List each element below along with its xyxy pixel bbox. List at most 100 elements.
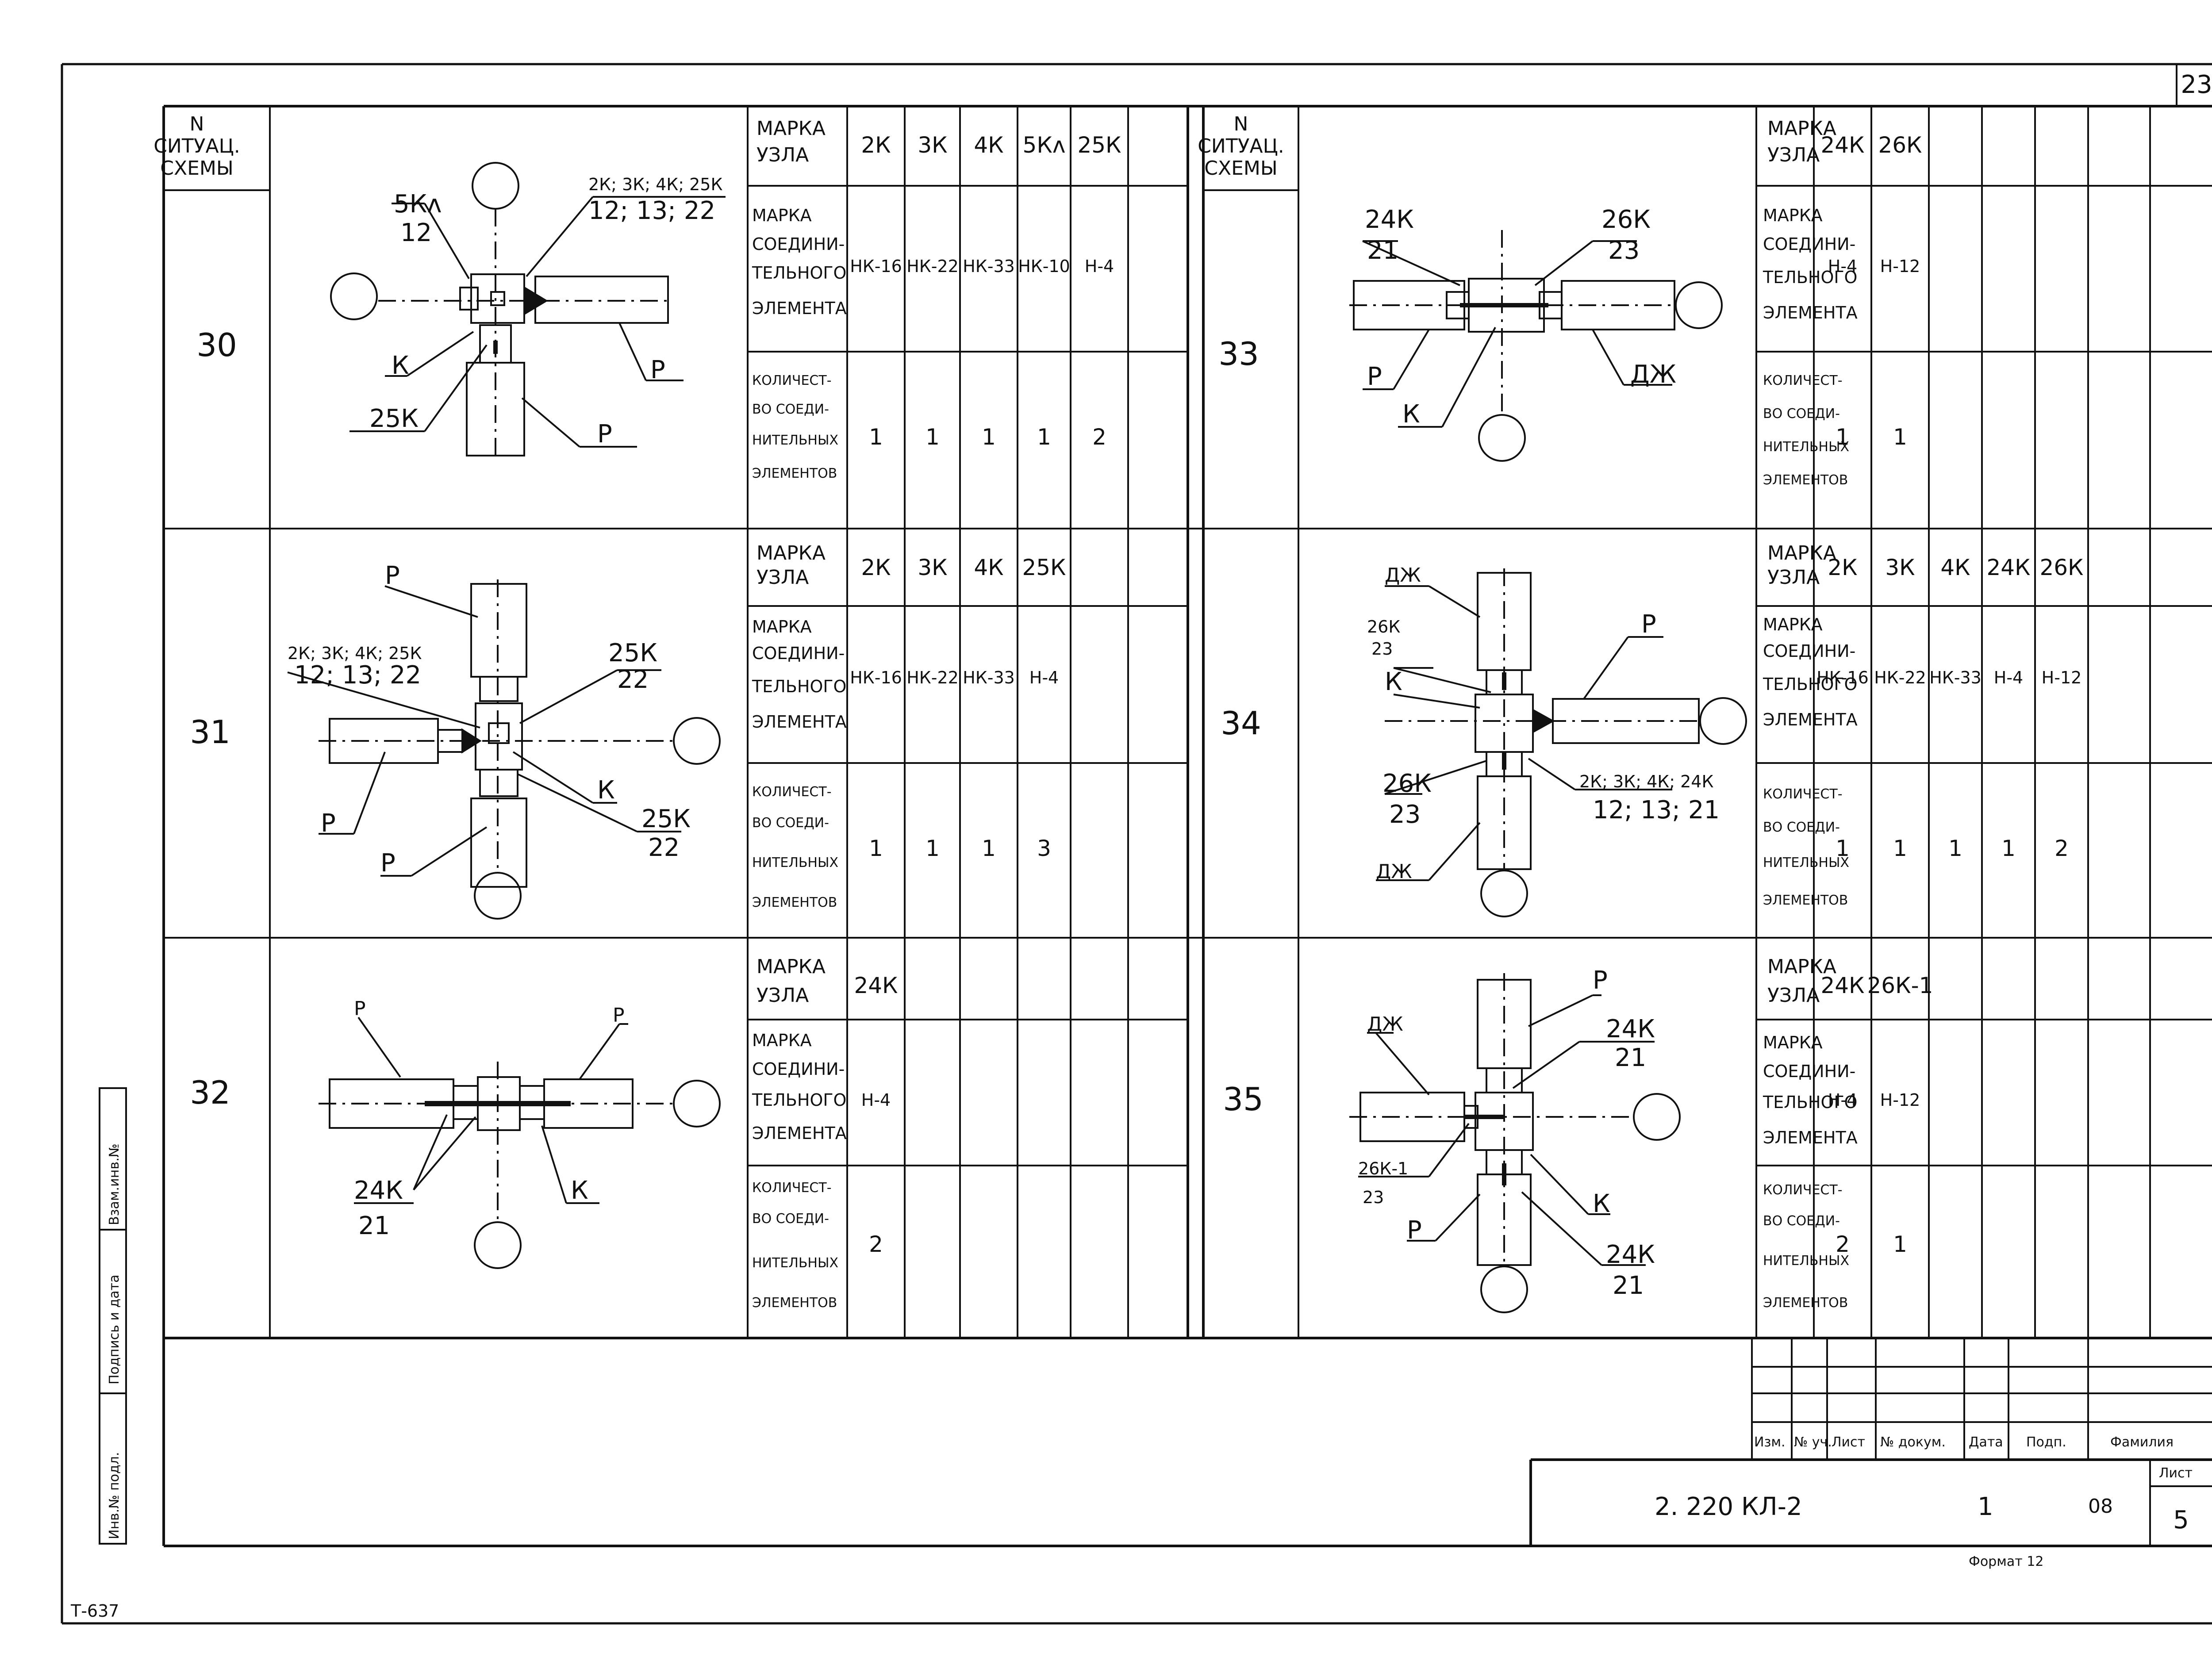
callout: 22 [617,665,649,694]
callout: 21 [1615,1043,1646,1072]
title-block-headers: Изм. № уч. Лист № докум. Дата Подп. Фами… [1754,1434,2174,1450]
label-mark-line: МАРКА [1767,955,1836,978]
callout: 12; 13; 22 [294,661,421,690]
callout: Р [1593,966,1608,995]
cell-element-mark: НК-33 [1929,668,1982,687]
sheet-frame [61,63,2212,1625]
callout: Р [1641,610,1656,639]
cell-element-mark: НК-16 [850,257,902,276]
label-count-line: КОЛИЧЕСТ- [1763,786,1843,802]
label-count-line: КОЛИЧЕСТ- [752,373,832,388]
label-count-line: НИТЕЛЬНЫХ [752,433,838,448]
title-block [1529,1338,2212,1546]
callout: ДЖ [1367,1013,1403,1035]
cell-node-mark: 26К [1878,132,1922,158]
label-count-line: КОЛИЧЕСТ- [1763,1182,1843,1198]
label-count-line: ВО СОЕДИ- [752,815,829,831]
page-number: 23 [2181,70,2212,99]
label-mark-line: УЗЛА [1767,144,1820,166]
cell-node-mark: 24К [1820,973,1864,998]
callout: Р [1407,1216,1422,1245]
callout: К [1385,667,1402,696]
callout: 21 [1367,236,1398,265]
cell-node-mark: 25К [1077,132,1121,158]
cell-node-mark: 26К [2039,555,2083,580]
sheet-label: Лист [2159,1465,2193,1481]
stamp-sign-date: Подпись и дата [107,1275,122,1385]
tb-header: Изм. [1754,1434,1786,1450]
callout: К [571,1176,588,1205]
cell-node-mark: 4К [1940,555,1970,580]
label-element-line: МАРКА [1763,206,1823,225]
tb-header: Подп. [2026,1434,2066,1450]
situation-header-line: СХЕМЫ [1204,157,1277,180]
format-label: Формат 12 [1969,1554,2043,1569]
situation-header-line: СХЕМЫ [160,157,233,180]
label-element-line: СОЕДИНИ- [752,234,845,254]
situation-header-left: N СИТУАЦ. СХЕМЫ [154,113,240,180]
cell-element-mark: Н-12 [1880,257,1920,276]
cell-node-mark: 2К [861,555,891,580]
schematic-31 [287,579,721,920]
label-count-line: НИТЕЛЬНЫХ [752,1255,838,1271]
cell-node-mark: 3К [918,132,947,158]
callout: 21 [1613,1271,1644,1300]
table-grid [164,106,2212,1339]
label-count-line: КОЛИЧЕСТ- [752,1180,832,1196]
row-labels-left: МАРКА УЗЛА МАРКА СОЕДИНИ- ТЕЛЬНОГО ЭЛЕМЕ… [752,117,847,1311]
schematics [287,162,1747,1313]
corner-code: Т-637 [70,1601,119,1621]
callout: 23 [1389,800,1421,829]
label-element-line: СОЕДИНИ- [1763,641,1855,661]
side-stamp [99,1087,127,1545]
label-count-line: НИТЕЛЬНЫХ [1763,439,1849,455]
cell-node-mark: 5Кʌ [1023,132,1066,158]
label-element-line: МАРКА [752,1031,812,1050]
callout: ДЖ [1630,360,1676,389]
label-element-line: СОЕДИНИ- [752,644,845,663]
label-mark-line: УЗЛА [757,566,809,589]
callout: Р [380,849,396,878]
callout: 26К-1 [1358,1159,1408,1178]
label-mark-line: УЗЛА [757,144,809,166]
label-element-line: ЭЛЕМЕНТА [752,1124,847,1143]
cell-node-mark: 24К [854,973,898,998]
cell-element-count: 1 [1893,836,1907,861]
situation-number-31: 31 [190,713,230,751]
label-count-line: НИТЕЛЬНЫХ [1763,855,1849,871]
label-mark-line: МАРКА [1767,117,1836,140]
schematic-33 [1349,230,1723,462]
callout: 23 [1371,639,1393,659]
callout: 12 [400,219,432,247]
cell-element-count: 1 [1893,1231,1907,1257]
callout: Р [1367,362,1382,391]
cell-element-mark: Н-4 [861,1090,891,1110]
label-count-line: ЭЛЕМЕНТОВ [752,466,837,481]
callout: 25К [608,639,657,667]
cell-node-mark: 4К [974,132,1003,158]
callout: К [1402,400,1420,429]
callout: 26К [1382,769,1432,798]
cell-element-mark: НК-22 [1874,668,1926,687]
label-mark-line: УЗЛА [1767,566,1820,589]
cell-element-mark: Н-4 [1828,1090,1857,1110]
sheet-number: 5 [2173,1506,2189,1534]
cell-node-mark: 26К-1 [1867,973,1933,998]
callout: 25К [641,805,691,833]
situation-number-33: 33 [1218,335,1259,372]
situation-number-35: 35 [1223,1081,1263,1118]
label-mark-line: МАРКА [757,955,826,978]
callout: 26К [1601,205,1651,234]
label-element-line: ТЕЛЬНОГО [1763,675,1857,694]
cell-element-mark: Н-4 [1029,668,1059,687]
label-element-line: ТЕЛЬНОГО [1763,268,1857,287]
extra-code: 08 [2088,1495,2113,1518]
callout: 12; 13; 22 [588,196,715,225]
cell-element-count: 1 [1893,424,1907,450]
callout: Р [650,356,665,384]
callout: 24К [354,1176,403,1205]
tb-header: Дата [1969,1434,2003,1450]
label-count-line: НИТЕЛЬНЫХ [752,855,838,871]
label-element-line: ТЕЛЬНОГО [1763,1093,1857,1112]
